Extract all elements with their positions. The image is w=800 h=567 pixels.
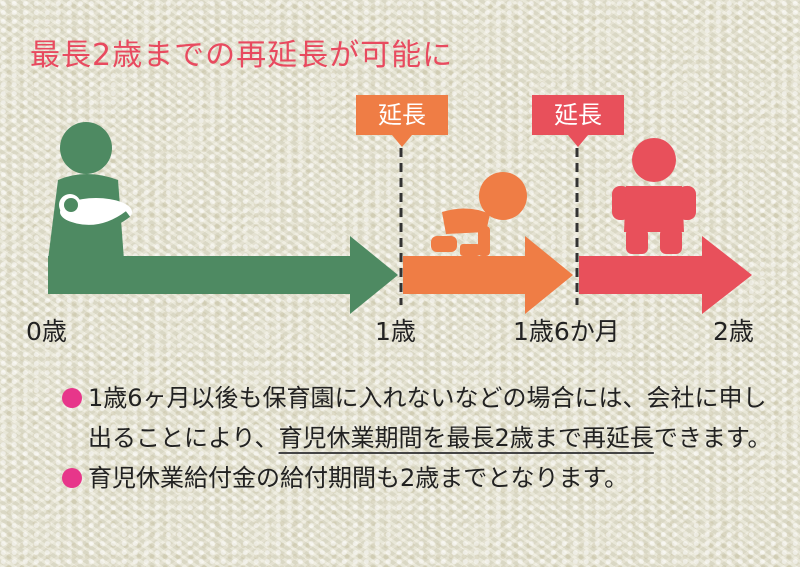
note-1-part-2: できます。: [653, 424, 772, 452]
bullet-icon: [62, 388, 82, 408]
arrow-0-to-1: [48, 236, 398, 314]
toddler-icon: [612, 138, 696, 254]
arrow-1-5-to-2: [579, 236, 752, 314]
age-label-0: 0歳: [26, 317, 67, 346]
note-1-part-1: 1歳6ヶ月以後も保育園に入れないなどの場合には、会社に申し出ることにより、: [88, 384, 767, 452]
crawling-baby-icon: [431, 172, 527, 256]
note-item-2: 育児休業給付金の給付期間も2歳までとなります。: [62, 458, 782, 498]
note-item-1: 1歳6ヶ月以後も保育園に入れないなどの場合には、会社に申し出ることにより、育児休…: [62, 378, 782, 458]
note-text-2: 育児休業給付金の給付期間も2歳までとなります。: [88, 464, 629, 492]
age-label-1: 1歳: [375, 317, 416, 346]
notes-list: 1歳6ヶ月以後も保育園に入れないなどの場合には、会社に申し出ることにより、育児休…: [62, 378, 782, 498]
note-text-1: 1歳6ヶ月以後も保育園に入れないなどの場合には、会社に申し出ることにより、育児休…: [88, 378, 782, 458]
mother-with-baby-icon: [48, 122, 124, 260]
extension-marker-2-label: 延長: [554, 101, 602, 129]
baby-in-arms-icon: [59, 194, 132, 232]
bullet-icon: [62, 468, 82, 488]
extension-marker-1: 延長: [356, 95, 448, 147]
page-title: 最長2歳までの再延長が可能に: [30, 38, 454, 73]
age-label-2: 2歳: [713, 317, 754, 346]
note-1-underline-1: 育児休業期間を最長2歳まで: [278, 424, 582, 452]
arrow-1-to-1-5: [403, 236, 573, 314]
extension-marker-2: 延長: [532, 95, 624, 147]
age-label-1-5: 1歳6か月: [513, 317, 620, 346]
note-1-underline-2: 再延長: [581, 424, 654, 452]
extension-marker-1-label: 延長: [378, 101, 426, 129]
